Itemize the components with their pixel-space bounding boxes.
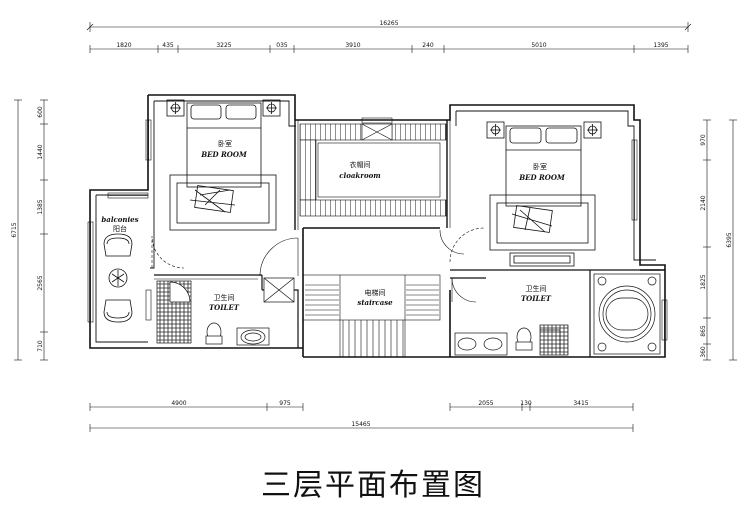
cloakroom-label-en: cloakroom (339, 171, 380, 180)
right-dimensions (703, 119, 737, 361)
bottom-dim-2: 975 (279, 400, 291, 407)
balcony-furniture (103, 233, 133, 323)
right-total-dim: 6395 (726, 232, 733, 247)
left-toilet-label-cn: 卫生间 (214, 293, 235, 302)
top-dimensions (86, 22, 692, 53)
cloakroom-label-cn: 衣帽间 (350, 160, 371, 169)
right-dim-5: 360 (700, 346, 707, 358)
right-dim-3: 1825 (700, 274, 707, 289)
bottom-total-dim: 15465 (351, 421, 370, 428)
left-bedroom-label-en: BED ROOM (200, 150, 247, 159)
top-total-dim: 16265 (379, 20, 398, 27)
left-dim-4: 2565 (37, 275, 44, 290)
left-dim-2: 1440 (37, 144, 44, 159)
top-dim-6: 240 (422, 42, 434, 49)
walls (89, 94, 666, 358)
page-title: 三层平面布置图 (261, 468, 485, 503)
top-dim-4: 035 (276, 42, 288, 49)
left-dimensions (14, 99, 48, 361)
left-bedroom-label-cn: 卧室 (218, 139, 232, 148)
top-dim-7: 5010 (531, 42, 546, 49)
left-bedroom-furniture (166, 99, 281, 231)
left-dim-5: 710 (37, 340, 44, 352)
right-toilet-fixtures (454, 273, 661, 356)
cloakroom-wardrobes (299, 123, 447, 217)
right-toilet-label-cn: 卫生间 (526, 284, 547, 293)
left-dim-1: 600 (37, 106, 44, 118)
right-bedroom-label-en: BED ROOM (518, 173, 565, 182)
top-dim-8: 1395 (653, 42, 668, 49)
right-bedroom-furniture (486, 121, 602, 267)
staircase-label-en: staircase (357, 298, 393, 307)
top-dim-2: 435 (162, 42, 174, 49)
staircase-label-cn: 电梯间 (365, 288, 386, 297)
windows (87, 117, 668, 341)
left-toilet-fixtures (156, 277, 295, 346)
right-dim-4: 865 (700, 325, 707, 337)
right-dim-1: 970 (700, 134, 707, 146)
bottom-dimensions (89, 403, 634, 432)
bottom-dim-1: 4900 (171, 400, 186, 407)
right-dim-2: 2140 (700, 195, 707, 210)
balcony-label-cn: 阳台 (113, 224, 127, 233)
left-toilet-label-en: TOILET (209, 303, 240, 312)
left-total-dim: 6715 (11, 222, 18, 237)
left-dim-3: 1385 (37, 199, 44, 214)
staircase-steps (302, 274, 441, 357)
balcony-label-en: balconies (101, 215, 138, 224)
right-toilet-label-en: TOILET (521, 294, 552, 303)
bottom-dim-4: 130 (520, 400, 532, 407)
top-dim-1: 1820 (116, 42, 131, 49)
bottom-dim-3: 2055 (478, 400, 493, 407)
top-dim-labels: 1820 435 3225 035 3910 240 5010 1395 (116, 42, 668, 49)
top-dim-5: 3910 (345, 42, 360, 49)
door-swings (151, 227, 485, 303)
top-dim-3: 3225 (216, 42, 231, 49)
bottom-dim-5: 3415 (573, 400, 588, 407)
right-bedroom-label-cn: 卧室 (533, 162, 547, 171)
